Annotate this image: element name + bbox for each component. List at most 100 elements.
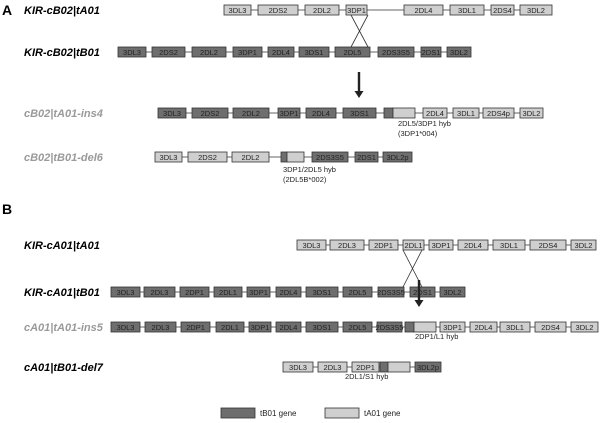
gene-label: 2DS1 (413, 288, 432, 297)
gene-label: 2DL4 (280, 288, 298, 297)
gene-box-2dl1 (215, 321, 245, 333)
gene-box-3dl3 (157, 107, 187, 119)
gene-label: 2DS2 (201, 109, 220, 118)
gene-box-2dp1 (351, 361, 380, 373)
legend-swatch-tb01 (220, 407, 256, 419)
gene-box-2ds3s5 (311, 151, 349, 163)
gene-box-2ds1 (409, 286, 436, 298)
gene-label: 3DP1 (238, 48, 257, 57)
gene-box-3dl1 (449, 4, 485, 16)
gene-box-2dl5 (342, 286, 373, 298)
gene-label: 2DP1 (356, 363, 375, 372)
gene-label: 2DL4 (312, 109, 330, 118)
gene-box-2dl5 (342, 321, 373, 333)
gene-label: 2DL1 (221, 323, 239, 332)
gene-box-2dl2 (191, 46, 227, 58)
gene-label: 2DL3 (338, 241, 356, 250)
gene-box-2dl3 (143, 286, 176, 298)
gene-label: 3DS1 (313, 323, 332, 332)
gene-label: 2DL4 (464, 241, 482, 250)
annotation-line: 3DP1/2DL5 hyb (283, 165, 336, 174)
gene-box-3dl1 (499, 321, 531, 333)
gene-box-2dp1 (368, 239, 399, 251)
gene-label: 3DL3 (123, 48, 141, 57)
gene-label: 2DL2 (242, 109, 260, 118)
gene-box-3dp1 (248, 321, 272, 333)
gene-label: 2DS4 (541, 323, 560, 332)
panel-label-a: A (2, 2, 12, 18)
gene-box-2ds4 (534, 321, 567, 333)
gene-box-2dl4 (422, 107, 448, 119)
gene-box-3dl3 (282, 361, 314, 373)
gene-label: 2DS3S5 (382, 48, 410, 57)
gene-box-3dl3 (110, 286, 141, 298)
gene-label: 3DL3 (303, 241, 321, 250)
row-label: cB02|tA01-ins4 (24, 108, 103, 120)
legend-label-ta01: tA01 gene (364, 409, 401, 418)
gene-box-3dl3 (296, 239, 327, 251)
gene-label: 2DL2 (242, 153, 260, 162)
gene-box-2ds2 (151, 46, 186, 58)
gene-label: 3DL3 (289, 363, 307, 372)
gene-label: 3DP1 (432, 241, 451, 250)
gene-box-2dl2 (304, 4, 340, 16)
row-label: KIR-cA01|tA01 (24, 240, 100, 252)
gene-box-3dp1 (439, 321, 466, 333)
annotation-2dp1-l1-hybrid: 2DP1/L1 hyb (415, 332, 458, 341)
gene-label: 2DS4p (487, 109, 510, 118)
gene-box-2ds3s5 (377, 46, 415, 58)
gene-label: 2DS4 (539, 241, 558, 250)
gene-label: 2DS1 (422, 48, 441, 57)
gene-box-2dl4 (275, 286, 302, 298)
gene-box-3dl2 (570, 321, 599, 333)
gene-box-2ds3s5 (377, 286, 405, 298)
gene-box-2dl4 (275, 321, 302, 333)
gene-box-3dp1 (428, 239, 454, 251)
gene-box-2ds4 (490, 4, 515, 16)
panel-label-b: B (2, 201, 12, 217)
annotation-line: (2DL5B*002) (283, 175, 327, 184)
gene-label: 2DL1 (405, 241, 423, 250)
gene-box-2dl3 (317, 361, 348, 373)
gene-label: 2DL4 (280, 323, 298, 332)
gene-label: 2DL3 (152, 323, 170, 332)
gene-label: 3DL2 (523, 109, 541, 118)
gene-box-3dl3 (117, 46, 147, 58)
arrow-down-a-head (354, 91, 364, 98)
hybrid-gene-right (392, 107, 416, 119)
gene-label: 2DS2 (159, 48, 178, 57)
hybrid-gene-left (379, 361, 389, 373)
gene-label: 2DP1 (374, 241, 393, 250)
gene-box-3dp1 (345, 4, 368, 16)
gene-label: 2DS2 (269, 6, 288, 15)
gene-label: 3DP1 (443, 323, 462, 332)
gene-label: 2DP1 (186, 323, 205, 332)
legend-label-tb01: tB01 gene (260, 409, 297, 418)
gene-label: 3DP1 (347, 6, 366, 15)
gene-box-3dl2 (570, 239, 597, 251)
gene-label: 3DL3 (117, 288, 135, 297)
row-label: KIR-cA01|tB01 (24, 287, 100, 299)
gene-label: 2DL2 (200, 48, 218, 57)
gene-box-2dl4 (305, 107, 337, 119)
gene-label: 2DS1 (357, 153, 376, 162)
annotation-2dl5-3dp1-hybrid: 2DL5/3DP1 hyb (3DP1*004) (398, 119, 453, 138)
gene-label: 2DL5 (349, 288, 367, 297)
gene-box-3ds1 (342, 107, 377, 119)
annotation-line: 2DL5/3DP1 hyb (398, 119, 451, 128)
gene-box-2dl1 (402, 239, 425, 251)
hybrid-gene-right (286, 151, 305, 163)
row-label: KIR-cB02|tA01 (24, 5, 100, 17)
gene-label: 2DL4 (272, 48, 290, 57)
gene-label: 2DL5 (349, 323, 367, 332)
gene-label: 3DL3 (229, 6, 247, 15)
row-label: KIR-cB02|tB01 (24, 47, 100, 59)
legend-swatch-ta01 (324, 407, 360, 419)
gene-label: 3DP1 (280, 109, 299, 118)
